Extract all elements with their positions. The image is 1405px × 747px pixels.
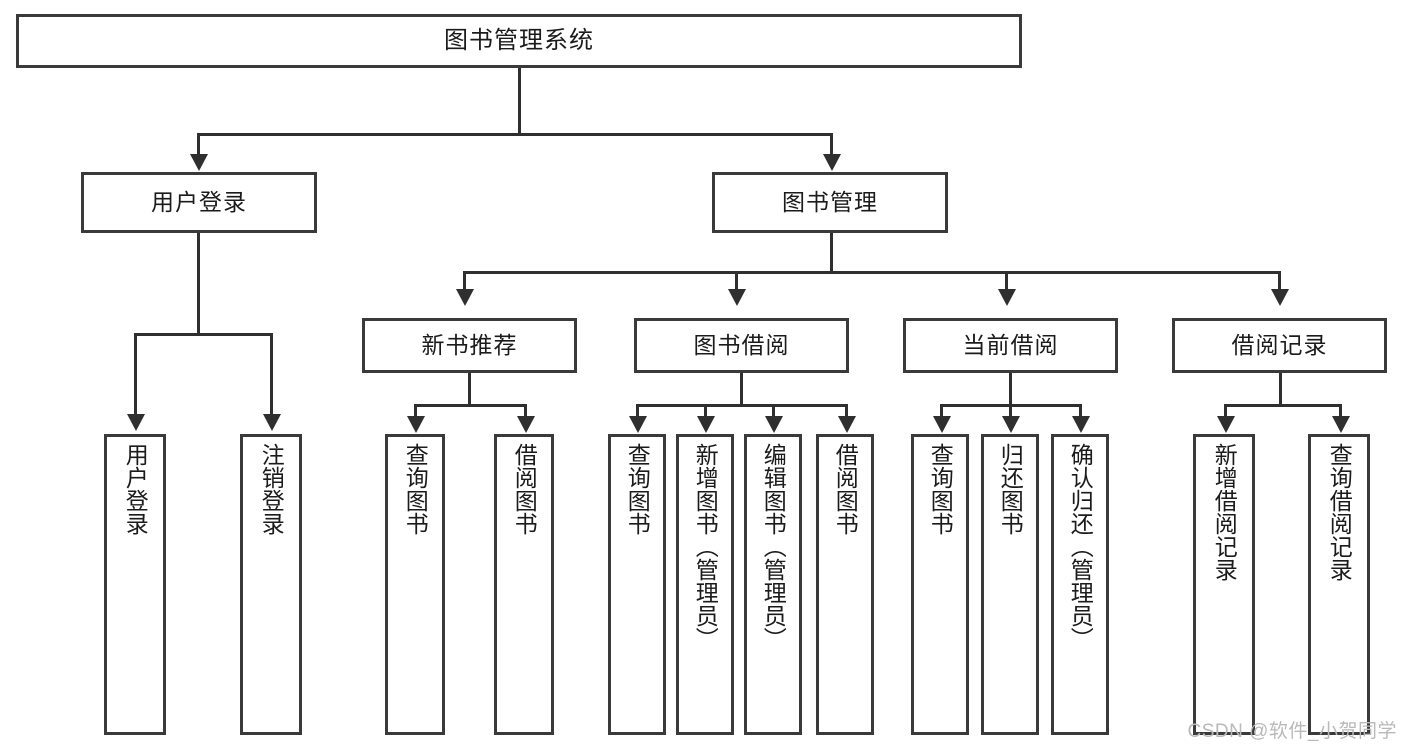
edge-book-borrow-drop-1 [636, 404, 639, 418]
arrowhead-book-manage-child-3 [998, 289, 1016, 306]
edge-root-stem [518, 68, 521, 134]
node-book-borrow[interactable]: 图书借阅 [634, 318, 849, 373]
leaf-add-record-label: 新增借阅记录 [1211, 443, 1238, 581]
leaf-add-book-label: 新增图书（管理员） [692, 443, 719, 650]
leaf-query-record-label: 查询借阅记录 [1326, 443, 1353, 581]
edge-root-to-user-login [197, 133, 200, 156]
edge-user-login-drop-2 [270, 333, 273, 416]
leaf-return-book-label: 归还图书 [997, 443, 1024, 535]
arrowhead-book-borrow-leaf-4 [838, 416, 856, 433]
edge-borrow-record-stem [1279, 373, 1282, 405]
arrowhead-book-borrow-leaf-2 [697, 416, 715, 433]
leaf-query-book-3[interactable]: 查询图书 [911, 434, 969, 735]
arrowhead-new-book-recommend-leaf-1 [407, 416, 425, 433]
arrowhead-current-borrow-leaf-1 [933, 416, 951, 433]
node-current-borrow-label: 当前借阅 [962, 331, 1059, 358]
leaf-query-book-3-label: 查询图书 [927, 443, 954, 535]
leaf-edit-book[interactable]: 编辑图书（管理员） [744, 434, 802, 735]
leaf-query-book-2[interactable]: 查询图书 [608, 434, 666, 735]
edge-borrow-record-drop-2 [1339, 404, 1342, 418]
edge-borrow-record-bus [1224, 404, 1341, 407]
edge-new-book-recommend-drop-1 [414, 404, 417, 418]
leaf-edit-book-label: 编辑图书（管理员） [760, 443, 787, 650]
node-root-label: 图书管理系统 [444, 26, 594, 54]
edge-user-login-stem [197, 233, 200, 334]
node-book-borrow-label: 图书借阅 [693, 331, 790, 358]
edge-borrow-record-drop-1 [1224, 404, 1227, 418]
edge-book-borrow-drop-2 [704, 404, 707, 418]
node-current-borrow[interactable]: 当前借阅 [903, 318, 1118, 373]
leaf-user-logout[interactable]: 注销登录 [240, 434, 302, 735]
arrowhead-root-to-book-manage [823, 154, 841, 171]
edge-user-login-drop-1 [134, 333, 137, 416]
edge-book-borrow-bus [636, 404, 848, 407]
edge-root-to-book-manage [830, 133, 833, 156]
edge-current-borrow-drop-3 [1079, 404, 1082, 418]
arrowhead-book-manage-child-1 [456, 289, 474, 306]
node-user-login[interactable]: 用户登录 [81, 172, 317, 233]
arrowhead-book-manage-child-2 [728, 289, 746, 306]
arrowhead-user-login-leaf-2 [263, 414, 281, 431]
leaf-user-login[interactable]: 用户登录 [104, 434, 166, 735]
arrowhead-current-borrow-leaf-2 [1002, 416, 1020, 433]
arrowhead-current-borrow-leaf-3 [1072, 416, 1090, 433]
edge-book-borrow-drop-3 [772, 404, 775, 418]
leaf-borrow-book-2[interactable]: 借阅图书 [816, 434, 874, 735]
edge-current-borrow-drop-1 [940, 404, 943, 418]
node-borrow-record-label: 借阅记录 [1231, 331, 1328, 358]
leaf-query-record[interactable]: 查询借阅记录 [1308, 434, 1370, 735]
edge-root-bus [197, 133, 833, 136]
edge-book-borrow-drop-4 [845, 404, 848, 418]
node-root-system[interactable]: 图书管理系统 [16, 14, 1022, 68]
edge-book-manage-bus [463, 271, 1281, 274]
edge-new-book-recommend-drop-2 [524, 404, 527, 418]
edge-book-manage-drop-3 [1005, 271, 1008, 291]
edge-book-manage-drop-1 [463, 271, 466, 291]
edge-book-manage-drop-2 [735, 271, 738, 291]
edge-book-manage-stem [830, 233, 833, 273]
leaf-borrow-book-1[interactable]: 借阅图书 [494, 434, 554, 735]
leaf-user-logout-label: 注销登录 [258, 443, 285, 535]
arrowhead-book-manage-child-4 [1271, 289, 1289, 306]
node-new-book-recommend[interactable]: 新书推荐 [362, 318, 577, 373]
edge-book-borrow-stem [740, 373, 743, 405]
leaf-user-login-label: 用户登录 [122, 443, 149, 535]
edge-current-borrow-drop-2 [1009, 404, 1012, 418]
arrowhead-book-borrow-leaf-1 [629, 416, 647, 433]
leaf-confirm-return-label: 确认归还（管理员） [1067, 443, 1094, 650]
edge-user-login-bus [134, 333, 273, 336]
edge-new-book-recommend-stem [468, 373, 471, 405]
leaf-query-book-2-label: 查询图书 [624, 443, 651, 535]
node-user-login-label: 用户登录 [151, 188, 247, 215]
leaf-borrow-book-2-label: 借阅图书 [832, 443, 859, 535]
arrowhead-new-book-recommend-leaf-2 [517, 416, 535, 433]
leaf-borrow-book-1-label: 借阅图书 [511, 443, 538, 535]
node-borrow-record[interactable]: 借阅记录 [1172, 318, 1387, 373]
leaf-add-book[interactable]: 新增图书（管理员） [676, 434, 734, 735]
node-new-book-recommend-label: 新书推荐 [421, 331, 518, 358]
arrowhead-book-borrow-leaf-3 [765, 416, 783, 433]
leaf-query-book-1-label: 查询图书 [402, 443, 429, 535]
leaf-return-book[interactable]: 归还图书 [981, 434, 1039, 735]
node-book-manage-label: 图书管理 [782, 188, 878, 215]
leaf-add-record[interactable]: 新增借阅记录 [1193, 434, 1255, 735]
watermark-csdn: CSDN @软件_小贺同学 [1187, 721, 1397, 742]
edge-current-borrow-stem [1009, 373, 1012, 405]
node-book-manage[interactable]: 图书管理 [712, 172, 948, 233]
arrowhead-root-to-user-login [190, 154, 208, 171]
arrowhead-borrow-record-leaf-1 [1217, 416, 1235, 433]
leaf-confirm-return[interactable]: 确认归还（管理员） [1051, 434, 1109, 735]
arrowhead-user-login-leaf-1 [127, 414, 145, 431]
arrowhead-borrow-record-leaf-2 [1332, 416, 1350, 433]
leaf-query-book-1[interactable]: 查询图书 [385, 434, 445, 735]
edge-new-book-recommend-bus [414, 404, 527, 407]
edge-book-manage-drop-4 [1278, 271, 1281, 291]
